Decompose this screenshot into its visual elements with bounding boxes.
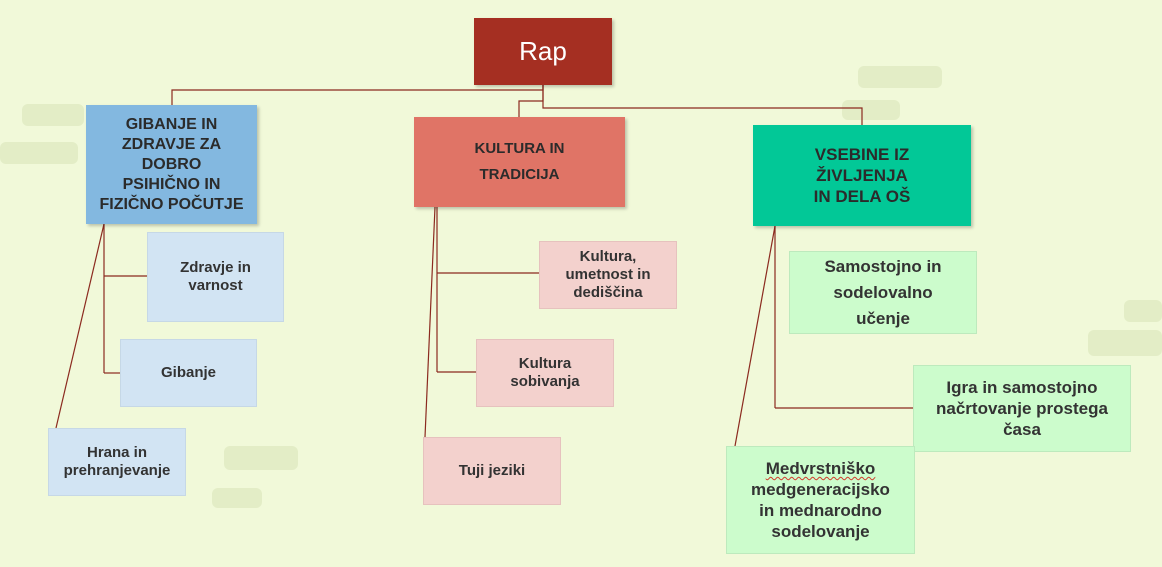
background-patch xyxy=(212,488,262,508)
category-label: GIBANJE IN ZDRAVJE ZA DOBRO PSIHIČNO IN … xyxy=(99,115,244,213)
connector-c2-p3 xyxy=(424,206,436,438)
category-kultura: KULTURA IN TRADICIJA xyxy=(414,117,625,207)
background-patch xyxy=(1124,300,1162,322)
node-kultura-umetnost: Kultura, umetnost in dediščina xyxy=(539,241,677,309)
node-medvrstnisko: Medvrstniško medgeneracijsko in mednarod… xyxy=(726,446,915,554)
node-label: Zdravje in varnost xyxy=(180,259,251,294)
spellcheck-word: Medvrstniško xyxy=(765,459,876,478)
category-label: KULTURA IN TRADICIJA xyxy=(474,140,565,183)
node-tuji-jeziki: Tuji jeziki xyxy=(423,437,561,505)
background-patch xyxy=(22,104,84,126)
root-label: Rap xyxy=(519,36,567,66)
category-gibanje: GIBANJE IN ZDRAVJE ZA DOBRO PSIHIČNO IN … xyxy=(86,105,257,224)
node-label: Hrana in prehranjevanje xyxy=(63,444,171,479)
node-gibanje: Gibanje xyxy=(120,339,257,407)
node-zdravje: Zdravje in varnost xyxy=(147,232,284,322)
connector-c3-g3 xyxy=(734,225,776,447)
node-label: Kultura, umetnost in dediščina xyxy=(565,248,651,301)
node-kultura-sobivanja: Kultura sobivanja xyxy=(476,339,614,407)
background-patch xyxy=(858,66,942,88)
root-node: Rap xyxy=(474,18,612,85)
category-vsebine: VSEBINE IZ ŽIVLJENJA IN DELA OŠ xyxy=(753,125,971,226)
node-label: Tuji jeziki xyxy=(458,462,526,479)
connector-root-right xyxy=(542,85,863,125)
node-hrana: Hrana in prehranjevanje xyxy=(48,428,186,496)
connector-root-left xyxy=(171,85,544,105)
background-patch xyxy=(1088,330,1162,356)
node-igra: Igra in samostojno načrtovanje prostega … xyxy=(913,365,1131,452)
node-samostojno: Samostojno in sodelovalno učenje xyxy=(789,251,977,334)
background-patch xyxy=(842,100,900,120)
node-label: Igra in samostojno načrtovanje prostega … xyxy=(936,378,1108,439)
node-label-rest: medgeneracijsko in mednarodno sodelovanj… xyxy=(751,480,890,541)
category-label: VSEBINE IZ ŽIVLJENJA IN DELA OŠ xyxy=(813,145,911,206)
node-label: Gibanje xyxy=(160,364,216,381)
background-patch xyxy=(0,142,78,164)
background-patch xyxy=(224,446,298,470)
node-label: Kultura sobivanja xyxy=(510,355,580,390)
node-label: Medvrstniško medgeneracijsko in mednarod… xyxy=(751,458,890,542)
node-label: Samostojno in sodelovalno učenje xyxy=(824,256,942,328)
connector-c1-b3 xyxy=(55,223,105,429)
